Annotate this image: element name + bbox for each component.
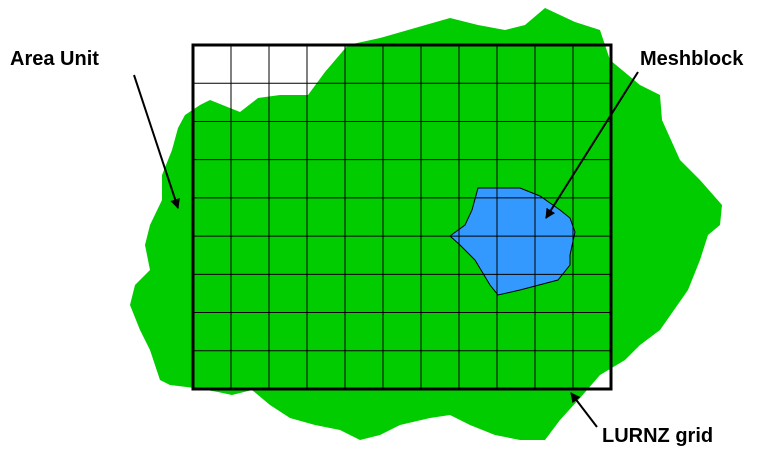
area-unit-polygon — [130, 8, 722, 440]
area-unit-label: Area Unit — [10, 49, 99, 69]
lurnz-grid-label: LURNZ grid — [602, 426, 713, 446]
lurnz-grid-arrow — [571, 393, 597, 427]
meshblock-label: Meshblock — [640, 49, 743, 69]
area-unit-arrow — [134, 75, 178, 208]
